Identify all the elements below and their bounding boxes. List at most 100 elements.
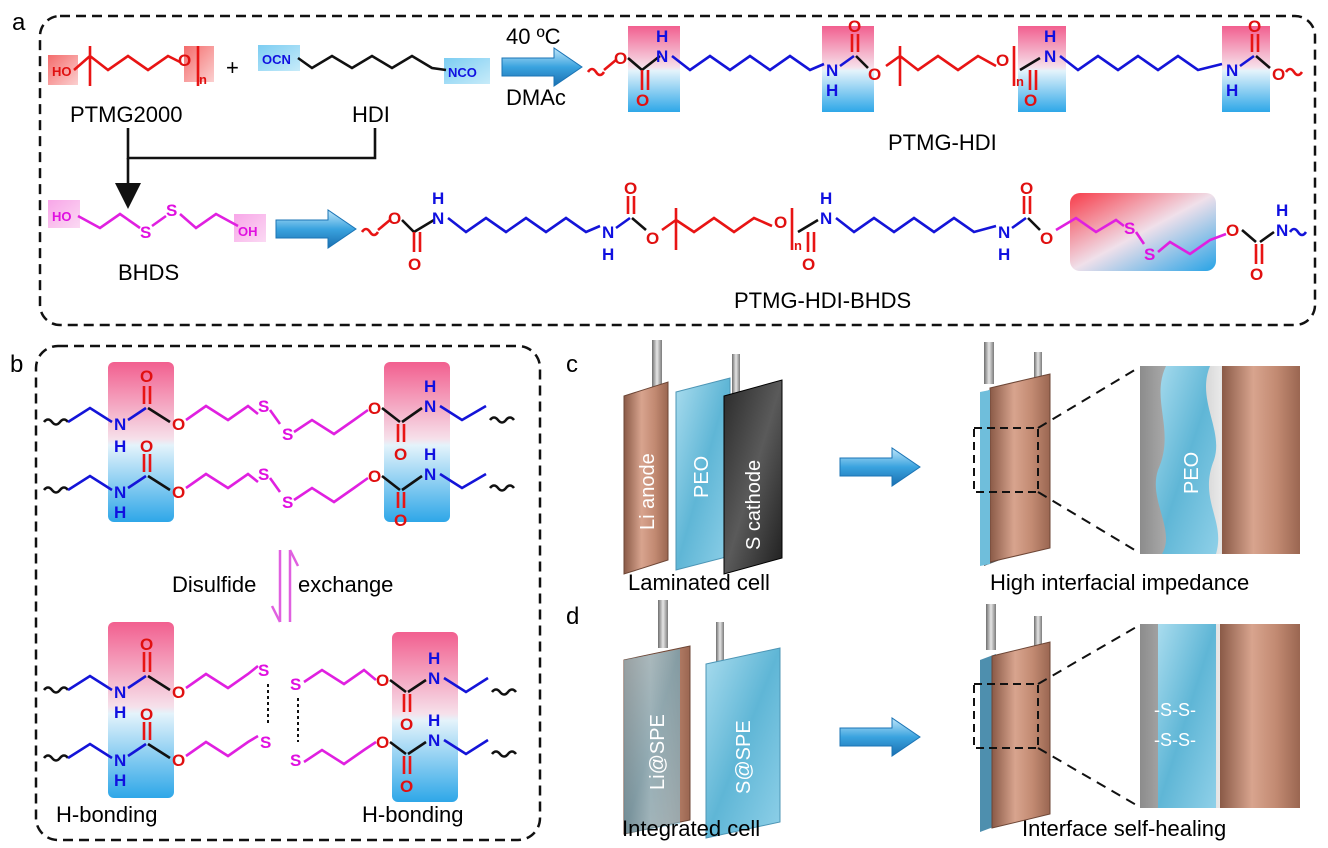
integrated-cell-illustration: Li@SPE S@SPE (623, 600, 781, 839)
urethane-highlight (108, 622, 174, 798)
current-collector-tab (732, 354, 740, 398)
panel-d-label: d (566, 603, 579, 630)
zoom-interface-d: -S-S- -S-S- (1140, 624, 1300, 808)
s-cathode-layer (723, 379, 783, 575)
urethane-highlight (1222, 26, 1270, 112)
atom-n: N (114, 683, 126, 702)
urethane-highlight (392, 632, 458, 802)
panel-a-frame (38, 14, 1317, 327)
disulfide-text-1: -S-S- (1154, 700, 1196, 720)
atom-s: S (140, 223, 151, 242)
high-impedance-caption: High interfacial impedance (990, 570, 1249, 595)
panel-d: d Li@SPE S@SPE Integrated cell -S-S- -S-… (566, 600, 1300, 841)
urethane-highlight (1018, 26, 1066, 112)
atom-h: H (1276, 201, 1288, 220)
process-arrow-d (839, 717, 921, 757)
atom-s: S (166, 201, 177, 220)
atom-h: H (114, 771, 126, 790)
anode-face (989, 373, 1051, 563)
current-collector-tab (984, 342, 994, 384)
atom-n: N (820, 209, 832, 228)
atom-o: O (1226, 221, 1239, 240)
atom-s: S (290, 675, 301, 694)
hydroxyl-highlight (48, 55, 78, 85)
atom-o: O (1020, 179, 1033, 198)
atom-n: N (656, 47, 668, 66)
atom-h: H (998, 245, 1010, 264)
atom-o: O (376, 671, 389, 690)
atom-s: S (258, 397, 269, 416)
atom-o: O (368, 467, 381, 486)
atom-s: S (1144, 245, 1155, 264)
atom-s: S (260, 733, 271, 752)
urethane-highlight (628, 26, 680, 112)
atom-s: S (282, 425, 293, 444)
s-spe-electrode (705, 647, 781, 839)
zoom-peo-text: PEO (1181, 452, 1203, 494)
s-spe-text: S@SPE (733, 720, 755, 794)
li-anode-text: Li anode (637, 453, 659, 530)
bhds-structure: HO S S OH (48, 200, 266, 242)
atom-n: N (826, 61, 838, 80)
atom-h: H (114, 703, 126, 722)
assembled-cell-d (973, 604, 1051, 832)
current-collector-tab (658, 600, 668, 648)
atom-o: O (1250, 265, 1263, 284)
atom-o: O (388, 209, 401, 228)
atom-h: H (432, 189, 444, 208)
atom-s: S (258, 465, 269, 484)
atom-s: S (290, 751, 301, 770)
peo-text: PEO (691, 456, 713, 498)
atom-n-sub: n (199, 72, 207, 87)
zoom-interface-c: PEO (1140, 366, 1300, 554)
atom-ocn: OCN (262, 52, 291, 67)
chain-bottom-1b: S S O O N H (290, 649, 518, 770)
atom-n: N (1226, 61, 1238, 80)
current-collector-tab (1034, 616, 1042, 656)
atom-h: H (428, 649, 440, 668)
atom-h: H (114, 503, 126, 522)
atom-n: N (428, 669, 440, 688)
atom-o: O (646, 229, 659, 248)
equilibrium-arrows (270, 549, 300, 623)
hbond-label-left: H-bonding (56, 802, 158, 827)
current-collector-tab (652, 340, 662, 390)
li-anode-layer (623, 381, 669, 575)
atom-n: N (114, 483, 126, 502)
hbond-label-right: H-bonding (362, 802, 464, 827)
atom-o: O (848, 17, 861, 36)
s-cathode-text: S cathode (743, 460, 765, 550)
atom-n: N (428, 731, 440, 750)
hdi-structure: OCN NCO (258, 45, 490, 84)
ptmg-hdi-structure: O O N H N H O O O n O N H N H (586, 17, 1304, 112)
current-collector-tab (1034, 352, 1042, 390)
hdi-label: HDI (352, 102, 390, 127)
atom-s: S (282, 493, 293, 512)
isocyanate-highlight (444, 58, 490, 84)
process-arrow-c (839, 447, 921, 487)
assembled-cell-c (973, 342, 1051, 566)
zoom-peo (1155, 366, 1219, 554)
urethane-highlight (384, 362, 450, 522)
atom-n-sub: n (1016, 74, 1024, 89)
reaction-arrow-2 (275, 209, 357, 249)
atom-o: O (868, 65, 881, 84)
atom-n: N (998, 223, 1010, 242)
ptmg-hdi-label: PTMG-HDI (888, 130, 997, 155)
disulfide-highlight (1070, 193, 1216, 271)
atom-n: N (602, 223, 614, 242)
atom-o: O (172, 483, 185, 502)
atom-n: N (424, 465, 436, 484)
atom-o: O (140, 705, 153, 724)
chain-bottom-2: N H O O O O N H (42, 705, 518, 796)
anode-face (991, 641, 1051, 829)
urethane-highlight (822, 26, 874, 112)
atom-s: S (258, 661, 269, 680)
atom-nco: NCO (448, 65, 477, 80)
chain-bottom-1: N H O O S S (42, 635, 271, 752)
atom-h: H (114, 437, 126, 456)
chain-top-2: N H O O S S O O N H (42, 437, 516, 530)
atom-o: O (408, 255, 421, 274)
panel-c: c Li anode PEO S cathode Laminated cell (566, 340, 1300, 595)
atom-o: O (1024, 91, 1037, 110)
